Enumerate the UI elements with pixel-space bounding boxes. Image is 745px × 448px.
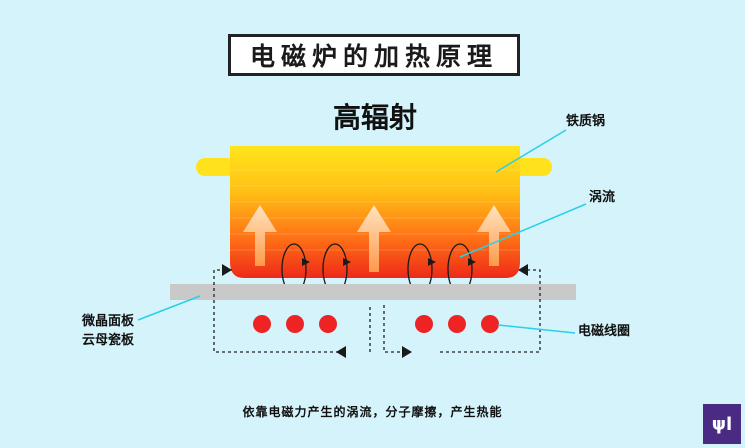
pointer-lines: [137, 129, 587, 334]
label-plate: 微晶面板 云母瓷板: [82, 312, 134, 350]
label-pot: 铁质锅: [566, 114, 606, 129]
heat-arrows: [243, 205, 511, 272]
coil-dot: [286, 315, 304, 333]
pointer-coil: [497, 324, 576, 334]
label-eddy: 涡流: [589, 190, 616, 205]
subtitle: 高辐射: [332, 101, 417, 134]
heat-arrow: [243, 205, 277, 266]
footer-caption: 依靠电磁力产生的涡流，分子摩擦，产生热能: [242, 405, 503, 419]
eddy-arrowheads: [302, 258, 476, 266]
pointer-eddy: [459, 203, 587, 258]
title-box: 电磁炉的加热原理: [228, 34, 520, 76]
coil-dot: [319, 315, 337, 333]
label-plate-line2: 云母瓷板: [82, 333, 135, 348]
label-coil: 电磁线圈: [578, 324, 631, 339]
field-line: [383, 305, 410, 353]
magnetic-field: [213, 269, 541, 353]
coil-dot: [448, 315, 466, 333]
coil-dot: [253, 315, 271, 333]
pot-handle-right: [512, 158, 552, 176]
coils: [253, 315, 499, 333]
field-arrowheads: [222, 264, 528, 358]
ceramic-plate: [170, 284, 576, 300]
pointer-pot: [495, 129, 567, 173]
pot-handle-left: [196, 158, 236, 176]
heat-arrow: [477, 205, 511, 266]
brand-logo: ψl: [703, 404, 741, 444]
heat-arrow: [357, 205, 391, 272]
pointer-plate: [137, 295, 201, 321]
coil-dot: [415, 315, 433, 333]
label-plate-line1: 微晶面板: [82, 314, 135, 329]
field-line: [213, 269, 338, 353]
diagram-title: 电磁炉的加热原理: [249, 42, 498, 71]
coil-dot: [481, 315, 499, 333]
field-line: [440, 269, 541, 353]
